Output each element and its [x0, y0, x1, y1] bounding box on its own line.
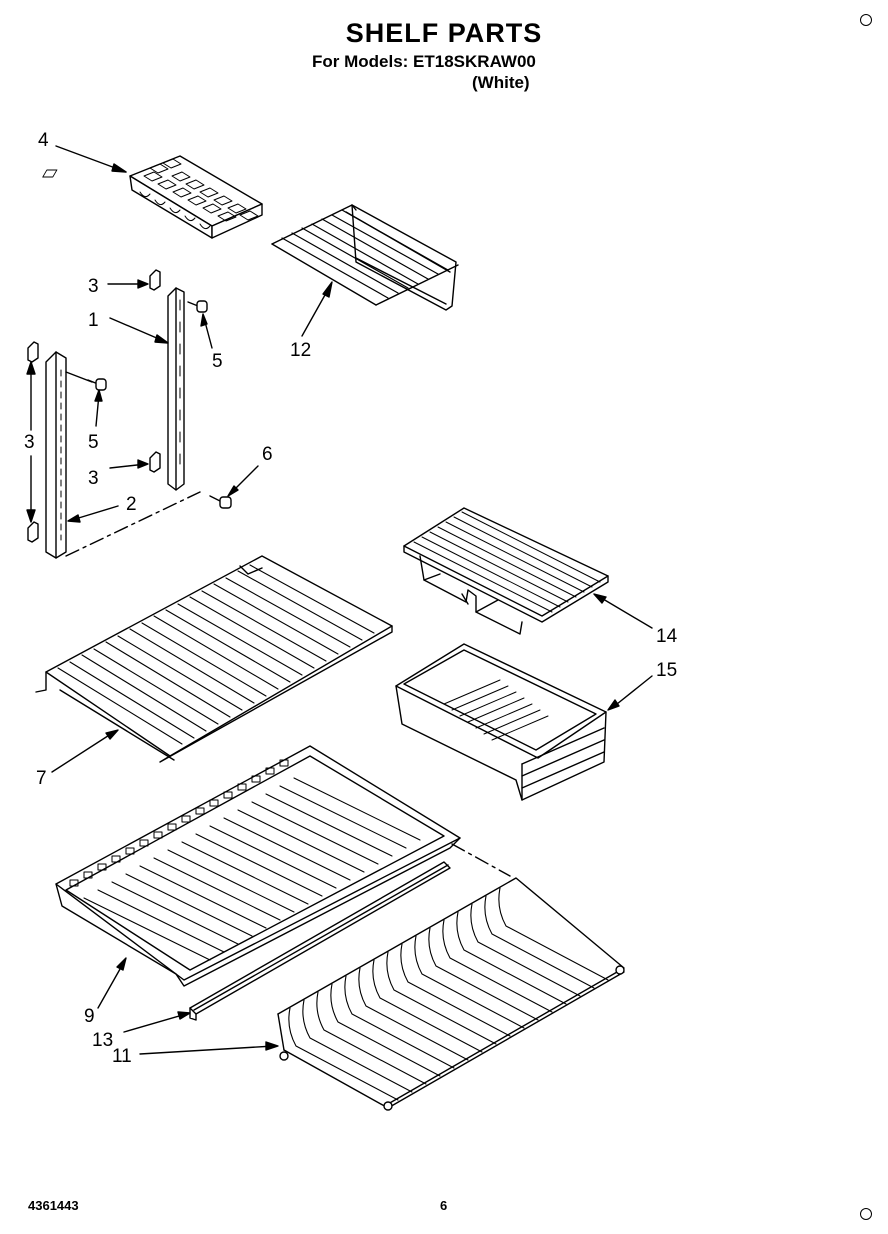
color-line: (White) [472, 73, 530, 92]
wire-basket-11-part [277, 877, 625, 1111]
screw-5-left [65, 371, 107, 391]
wire-shelf-12-part [271, 204, 459, 311]
page-title: SHELF PARTS [345, 18, 543, 48]
trim-strip-13-part [189, 861, 451, 1021]
screw-5-top [187, 300, 208, 313]
callout-15: 15 [656, 660, 677, 681]
callout-11: 11 [112, 1046, 132, 1067]
crisper-drawer-15-part [395, 643, 607, 801]
rail-2-part [45, 351, 67, 559]
document-number: 4361443 [28, 1198, 79, 1213]
corner-mark-bottom-right [860, 1208, 872, 1220]
callout-12: 12 [290, 340, 311, 361]
page-number: 6 [440, 1198, 448, 1213]
ice-tray-part [42, 155, 263, 239]
wire-shelf-7-part [35, 555, 393, 763]
corner-mark-top-right [860, 14, 872, 26]
callout-2: 2 [126, 494, 137, 515]
callout-6: 6 [262, 444, 273, 465]
callout-3-left: 3 [24, 432, 35, 453]
callout-1: 1 [88, 310, 99, 331]
callout-13: 13 [92, 1030, 113, 1051]
callout-9: 9 [84, 1006, 95, 1027]
models-line: For Models: ET18SKRAW00 [312, 52, 536, 71]
callout-14: 14 [656, 626, 678, 647]
deli-shelf-9-part [55, 745, 461, 987]
callout-5-top: 5 [212, 351, 223, 372]
callout-3-top: 3 [88, 276, 99, 297]
callout-5-left: 5 [88, 432, 99, 453]
crisper-cover-14-part [403, 507, 609, 635]
rail-1-part [167, 287, 185, 491]
callout-7: 7 [36, 768, 47, 789]
screw-6 [209, 495, 232, 509]
callout-3-lower: 3 [88, 468, 99, 489]
callout-4: 4 [38, 130, 49, 151]
